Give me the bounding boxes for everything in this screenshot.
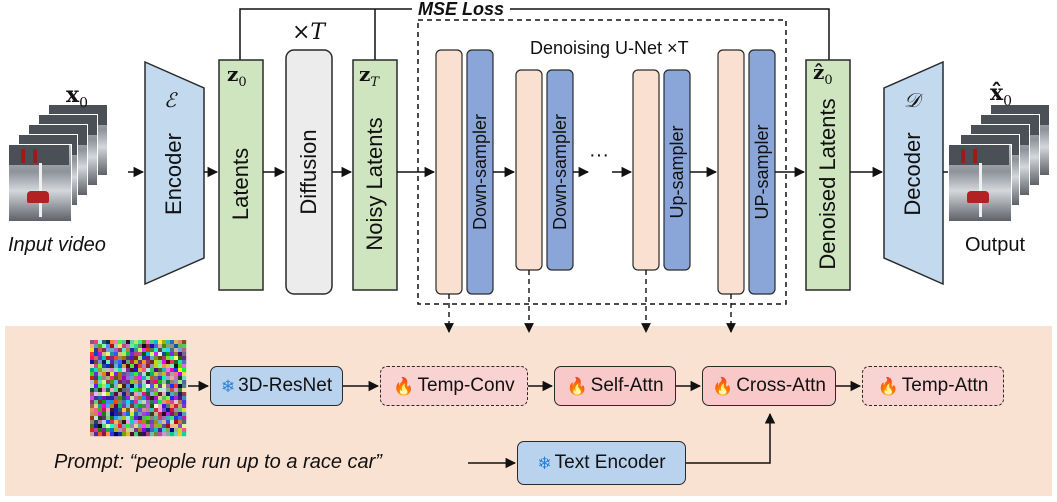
module-temp-attn: 🔥Temp-Attn [862, 366, 1004, 406]
unet-pink-4 [717, 49, 745, 295]
denoised-symbol: ẑ0 [813, 60, 833, 88]
unet-title: Denoising U-Net ×T [530, 38, 689, 58]
decoder-label: Decoder [900, 132, 925, 216]
unet-blue-2 [546, 69, 574, 271]
unet-ellipsis: ··· [589, 144, 609, 166]
latents-label: Latents [228, 147, 253, 221]
module-temp-conv: 🔥Temp-Conv [380, 366, 528, 406]
noise-image [90, 340, 187, 437]
encoder-label: Encoder [161, 133, 186, 215]
snowflake-icon: ❄ [537, 453, 552, 473]
module-cross-attn: 🔥Cross-Attn [702, 366, 836, 406]
output-symbol: x̂0 [990, 80, 1013, 110]
encoder-shape [144, 60, 205, 286]
mse-loss-line-right [510, 8, 830, 60]
unet-frame [417, 19, 787, 305]
unet-pink-2 [515, 69, 543, 271]
flame-icon: 🔥 [393, 376, 415, 396]
diffusion-times: ×T [292, 20, 326, 45]
unet-label-4: UP-sampler [752, 124, 772, 220]
latents-symbol: z0 [227, 62, 247, 90]
denoised-label: Denoised Latents [815, 98, 840, 270]
unet-label-2: Down-sampler [550, 113, 570, 231]
module-self-attn: 🔥Self-Attn [554, 366, 676, 406]
module-3d-resnet: ❄3D-ResNet [210, 366, 343, 406]
diffusion-label: Diffusion [296, 129, 321, 215]
encoder-symbol: ℰ [164, 88, 177, 112]
noisy-symbol: zT [359, 62, 380, 90]
unet-label-1: Down-sampler [470, 113, 490, 231]
unet-pink-1 [435, 49, 463, 295]
flame-icon: 🔥 [877, 376, 899, 396]
snowflake-icon: ❄ [220, 376, 236, 396]
prompt-text: Prompt: “people run up to a race car” [54, 451, 382, 473]
module-text-encoder: ❄Text Encoder [517, 441, 686, 485]
input-caption: Input video [8, 234, 106, 256]
input-symbol: x0 [66, 82, 89, 112]
unet-pink-3 [632, 69, 660, 271]
input-video-stack [6, 104, 126, 244]
flame-icon: 🔥 [566, 376, 588, 396]
output-video-stack [940, 104, 1056, 244]
denoised-box [805, 59, 851, 291]
flame-icon: 🔥 [712, 376, 734, 396]
decoder-symbol: 𝒟 [904, 88, 920, 112]
output-caption: Output [965, 234, 1026, 256]
noisy-box [352, 59, 398, 291]
decoder-shape [883, 60, 944, 286]
noisy-label: Noisy Latents [362, 117, 387, 251]
unet-label-3: Up-sampler [667, 125, 687, 219]
latents-box [218, 59, 264, 291]
mse-loss-label: MSE Loss [417, 0, 505, 19]
mse-loss-line-left [239, 8, 412, 60]
unet-blue-3 [663, 69, 691, 271]
